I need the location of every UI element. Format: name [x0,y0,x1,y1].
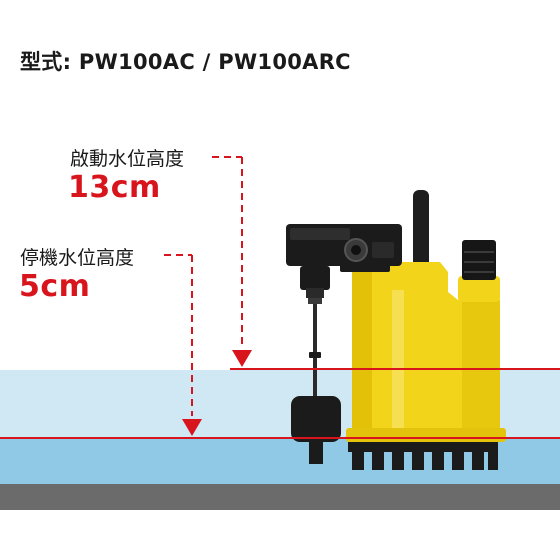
stop-level-leader [164,254,202,436]
stop-level-arrow [182,419,202,436]
float [291,396,341,442]
pump-handle [413,190,429,275]
pump-body-shade [352,262,372,440]
pump-base-feet [348,442,498,470]
sensor-housing [300,266,330,290]
pump-outlet-nozzle [462,240,496,280]
start-level-leader [212,156,252,367]
pump-outlet-base [458,276,500,302]
stop-level-label: 停機水位高度 [20,247,135,269]
pump [286,190,506,470]
stop-level-value: 5cm [19,269,91,304]
pump-base-ring [346,428,506,442]
model-title: 型式: PW100AC / PW100ARC [20,50,351,74]
start-level-label: 啟動水位高度 [70,148,185,170]
start-level-arrow [232,350,252,367]
float-rod [313,304,317,396]
floor [0,484,560,510]
start-level-value: 13cm [68,170,161,205]
pump-body-highlight [392,290,404,428]
